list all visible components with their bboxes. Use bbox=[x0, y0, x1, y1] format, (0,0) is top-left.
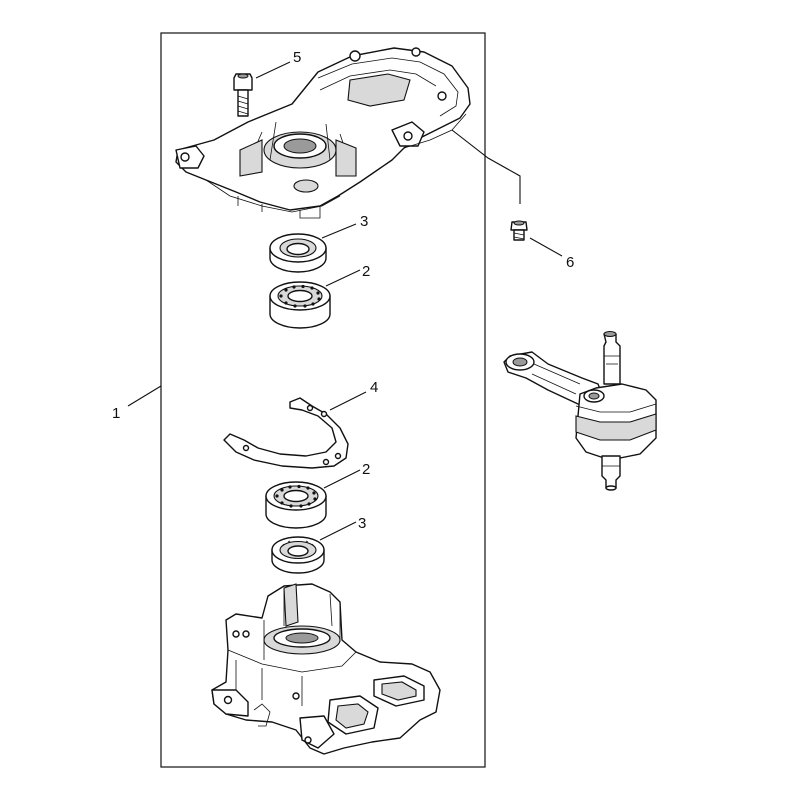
crankcase-upper bbox=[175, 47, 471, 219]
oil-seal-lower bbox=[271, 536, 325, 574]
svg-text:6: 6 bbox=[566, 254, 574, 271]
callout-6: 6 bbox=[529, 237, 574, 271]
callout-3-upper: 3 bbox=[321, 213, 368, 239]
callout-5: 5 bbox=[255, 49, 301, 79]
svg-text:2: 2 bbox=[362, 263, 370, 280]
gasket bbox=[223, 397, 349, 469]
bearing-upper bbox=[269, 281, 331, 329]
screw-5 bbox=[233, 73, 253, 117]
callout-1: 1 bbox=[112, 385, 162, 422]
screw-6 bbox=[510, 220, 528, 241]
assembly-frame bbox=[160, 32, 486, 768]
callout-3-lower: 3 bbox=[319, 515, 366, 541]
crankcase-lower bbox=[211, 583, 441, 755]
callout-2-lower: 2 bbox=[323, 461, 370, 489]
svg-text:5: 5 bbox=[293, 49, 301, 66]
callout-4: 4 bbox=[329, 379, 378, 411]
bearing-lower bbox=[265, 481, 327, 529]
svg-text:2: 2 bbox=[362, 461, 370, 478]
svg-text:3: 3 bbox=[358, 515, 366, 532]
crankshaft bbox=[503, 331, 657, 491]
svg-text:3: 3 bbox=[360, 213, 368, 230]
crankcase-to-screw-leader bbox=[451, 129, 521, 204]
svg-text:1: 1 bbox=[112, 405, 120, 422]
oil-seal-upper bbox=[269, 233, 327, 273]
callout-2-upper: 2 bbox=[325, 263, 370, 287]
svg-text:4: 4 bbox=[370, 379, 378, 396]
